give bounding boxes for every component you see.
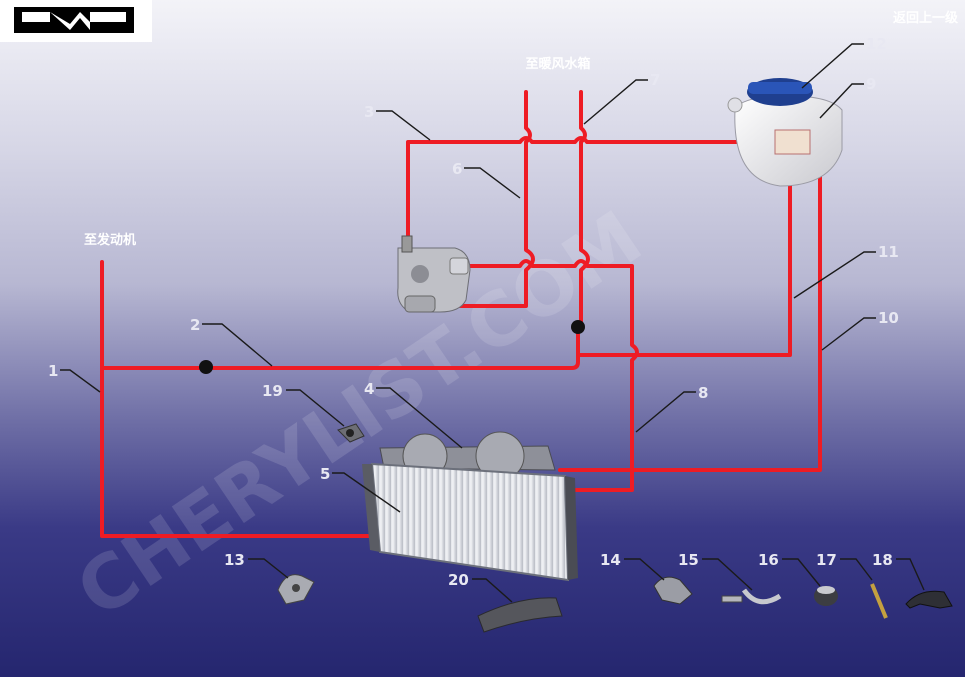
junction-dot <box>571 320 585 334</box>
part-14-clamp <box>653 576 693 605</box>
callout-8: 8 <box>635 384 708 433</box>
label-to-engine: 至发动机 <box>84 232 136 248</box>
svg-text:14: 14 <box>600 551 621 569</box>
callout-18: 18 <box>872 551 925 591</box>
svg-text:13: 13 <box>224 551 245 569</box>
hose-10 <box>558 148 822 472</box>
hose-1 <box>100 260 380 538</box>
part-18-bracket <box>905 590 953 609</box>
svg-text:17: 17 <box>816 551 837 569</box>
hose-2 <box>100 328 580 370</box>
radiator-fan-assembly <box>362 431 578 582</box>
callout-11: 11 <box>793 243 899 299</box>
callout-15: 15 <box>678 551 753 591</box>
callout-13: 13 <box>224 551 289 579</box>
svg-text:2: 2 <box>190 316 200 334</box>
part-13-bracket <box>277 574 315 605</box>
radiator-core <box>370 462 570 582</box>
junction-dot <box>199 360 213 374</box>
logo-text: CHERY <box>74 39 78 41</box>
svg-text:4: 4 <box>364 380 374 398</box>
label-to-heater: 至暖风水箱 <box>525 56 590 72</box>
svg-text:18: 18 <box>872 551 893 569</box>
back-link[interactable]: 返回上一级 <box>893 10 959 26</box>
callout-9: 9 <box>819 75 876 119</box>
thermostat-housing-image <box>397 235 471 313</box>
callout-20: 20 <box>448 571 513 603</box>
svg-text:19: 19 <box>262 382 283 400</box>
hose-network <box>100 90 822 538</box>
callout-19: 19 <box>262 382 345 427</box>
callout-7: 7 <box>583 71 660 125</box>
part-17-sensor <box>870 583 888 619</box>
callout-12: 12 <box>801 35 887 89</box>
svg-text:10: 10 <box>878 309 899 327</box>
svg-text:1: 1 <box>48 362 58 380</box>
svg-text:16: 16 <box>758 551 779 569</box>
svg-text:5: 5 <box>320 465 330 483</box>
svg-text:12: 12 <box>866 35 887 53</box>
expansion-tank-image <box>727 78 843 187</box>
svg-text:9: 9 <box>866 75 876 93</box>
part-20-hose <box>477 597 563 633</box>
svg-text:8: 8 <box>698 384 708 402</box>
callout-6: 6 <box>452 160 521 199</box>
part-16-mount <box>814 586 838 606</box>
callout-16: 16 <box>758 551 821 587</box>
svg-text:20: 20 <box>448 571 469 589</box>
callout-10: 10 <box>821 309 899 351</box>
svg-text:11: 11 <box>878 243 899 261</box>
svg-text:6: 6 <box>452 160 462 178</box>
part-15-hose-clamp <box>721 588 782 605</box>
part-19-nut <box>337 423 365 443</box>
svg-text:3: 3 <box>364 103 374 121</box>
svg-text:7: 7 <box>650 71 660 89</box>
brand-logo: CHERY <box>0 0 152 42</box>
callout-1: 1 <box>48 362 101 393</box>
callout-2: 2 <box>190 316 273 367</box>
svg-text:15: 15 <box>678 551 699 569</box>
callout-14: 14 <box>600 551 665 581</box>
callout-4: 4 <box>364 380 463 449</box>
callout-5: 5 <box>320 465 401 513</box>
callout-17: 17 <box>816 551 873 581</box>
hose-thermostat-out-lower <box>430 280 528 308</box>
hose-11 <box>576 178 792 357</box>
callout-3: 3 <box>364 103 431 141</box>
